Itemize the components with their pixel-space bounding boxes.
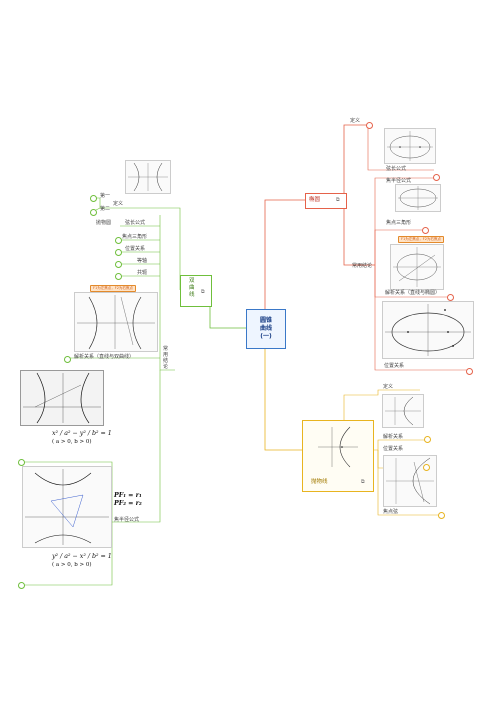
- hyperbola-focal-figure: [20, 370, 104, 426]
- parabola-definition-figure: [382, 394, 424, 428]
- ellipse-node[interactable]: 椭圆 ⧉: [305, 193, 347, 209]
- hyperbola-focal-radius-formula: PF₁ = r₁ PF₂ = r₂: [114, 492, 142, 508]
- ellipse-item-position[interactable]: 位置关系: [384, 363, 405, 369]
- ellipse-definition-figure: [384, 128, 436, 164]
- hyperbola-item-chord[interactable]: 弦长公式: [125, 220, 146, 226]
- center-title-line1: 圆锥: [259, 317, 272, 324]
- hyperbola-subgroup-label: 常 用 结 论: [163, 346, 169, 370]
- link-icon: ⧉: [336, 197, 340, 203]
- hyperbola-badge-4: [115, 273, 122, 280]
- parabola-item-definition[interactable]: 定义: [383, 384, 394, 390]
- hyperbola-standard-equation: x² / a² − y² / b² = 1 ( a > 0, b > 0): [52, 430, 112, 446]
- hyperbola-badge-6: [18, 459, 25, 466]
- hyperbola-item-conjugate[interactable]: 共轭: [137, 270, 148, 276]
- hyperbola-badge-3: [115, 261, 122, 268]
- hyperbola-item-analytic[interactable]: 解析关系（直线与双曲线）: [74, 354, 135, 360]
- ellipse-analytic-figure: [390, 244, 444, 290]
- ellipse-item-definition[interactable]: 定义: [350, 118, 361, 124]
- parabola-item-analytic[interactable]: 解析关系: [383, 434, 404, 440]
- hyperbola-focal-radius-line1: PF₁ = r₁: [114, 492, 142, 499]
- ellipse-badge-1: [366, 122, 373, 129]
- hyperbola-badge-def2: [90, 209, 97, 216]
- hyperbola-analytic-figure: [74, 292, 158, 352]
- hyperbola-def-left: 抛物圆: [96, 220, 112, 226]
- parabola-item-position[interactable]: 位置关系: [383, 446, 404, 452]
- hyperbola-focus-tag: F1为左焦点，F2为右焦点: [90, 285, 136, 292]
- ellipse-badge-2: [433, 174, 440, 181]
- hyperbola-item-definition[interactable]: 定义: [113, 201, 124, 207]
- ellipse-title: 椭圆: [309, 197, 321, 203]
- hyperbola-badge-def1: [90, 195, 97, 202]
- ellipse-badge-5: [466, 368, 473, 375]
- parabola-position-figure: [383, 455, 437, 507]
- center-title-line2: 曲线: [259, 325, 272, 332]
- hyperbola-item-equiaxial[interactable]: 等轴: [137, 258, 148, 264]
- hyperbola-item-position[interactable]: 位置关系: [125, 246, 146, 252]
- hyperbola-title: 双 曲 线: [189, 278, 195, 298]
- link-icon: ⧉: [361, 479, 365, 485]
- hyperbola-focal-radius-line2: PF₂ = r₂: [114, 500, 142, 507]
- hyperbola-definition-figure: [125, 160, 171, 194]
- parabola-badge-1: [424, 436, 431, 443]
- link-icon: ⧉: [201, 289, 205, 295]
- parabola-badge-2: [423, 464, 430, 471]
- ellipse-item-focal-radius[interactable]: 焦半径公式: [386, 178, 412, 184]
- ellipse-focal-radius-figure: [395, 184, 441, 212]
- hyperbola-badge-5: [64, 356, 71, 363]
- hyperbola-vertical-equation: y² / a² − x² / b² = 1 ( a > 0, b > 0): [52, 553, 112, 569]
- hyperbola-item-focal-radius[interactable]: 焦半径公式: [114, 517, 140, 523]
- hyperbola-vertical-line1: y² / a² − x² / b² = 1: [52, 553, 112, 560]
- ellipse-item-analytic[interactable]: 解析关系（直线与椭圆）: [385, 290, 441, 296]
- ellipse-top-label: 弦长公式: [386, 166, 407, 172]
- ellipse-item-focal-triangle[interactable]: 焦点三角形: [386, 220, 412, 226]
- hyperbola-def-second[interactable]: 第二: [100, 206, 111, 212]
- parabola-node[interactable]: 抛物线 ⧉: [302, 420, 374, 492]
- hyperbola-vertical-line2: ( a > 0, b > 0): [52, 562, 92, 568]
- hyperbola-equation-line2: ( a > 0, b > 0): [52, 439, 92, 445]
- hyperbola-equation-line1: x² / a² − y² / b² = 1: [52, 430, 112, 437]
- hyperbola-item-focal-triangle[interactable]: 焦点三角形: [122, 234, 148, 240]
- parabola-badge-3: [438, 512, 445, 519]
- hyperbola-vertical-figure: [22, 466, 112, 548]
- hyperbola-badge-1: [115, 237, 122, 244]
- hyperbola-node[interactable]: 双 曲 线 ⧉: [180, 275, 212, 307]
- ellipse-badge-3: [422, 227, 429, 234]
- ellipse-subgroup-label: 常用结论: [352, 263, 373, 269]
- ellipse-badge-4: [447, 294, 454, 301]
- hyperbola-badge-2: [115, 249, 122, 256]
- hyperbola-badge-7: [18, 582, 25, 589]
- center-title-line3: (一): [260, 333, 272, 340]
- center-node[interactable]: 圆锥 曲线 (一): [246, 309, 286, 349]
- parabola-title: 抛物线: [311, 479, 328, 485]
- parabola-item-focal-chord[interactable]: 焦点弦: [383, 509, 399, 515]
- ellipse-position-figure: [382, 301, 474, 359]
- ellipse-focus-tag: F1为左焦点，F2为右焦点: [398, 236, 444, 243]
- hyperbola-def-first[interactable]: 第一: [100, 193, 111, 199]
